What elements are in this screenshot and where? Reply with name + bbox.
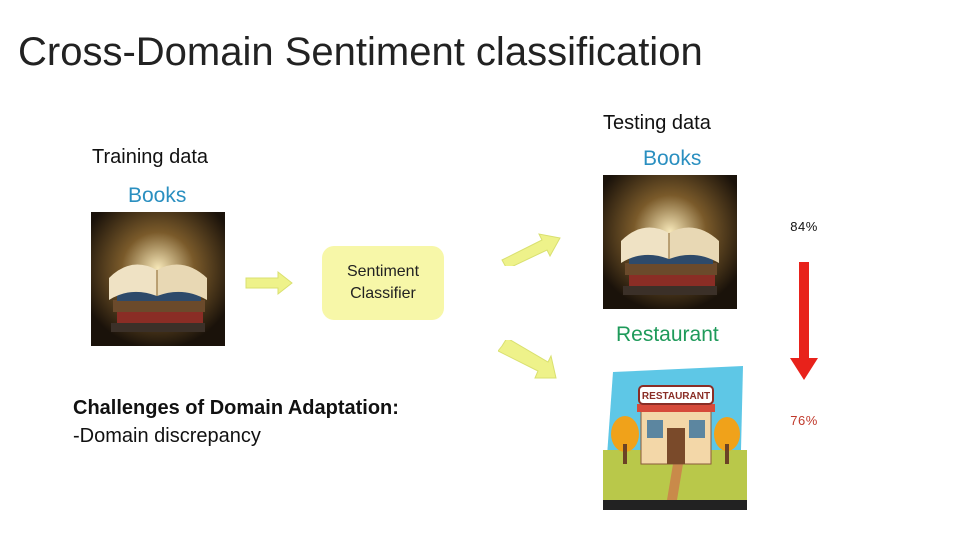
testing-domain-books: Books — [643, 147, 702, 170]
flow-arrow-to-classifier — [245, 270, 293, 296]
classifier-line-1: Sentiment — [346, 263, 420, 281]
training-books-image — [91, 212, 225, 346]
flow-arrow-to-testing-restaurant — [498, 340, 557, 379]
challenges-heading: Challenges of Domain Adaptation: — [73, 397, 399, 419]
classifier-line-2: Classifier — [350, 285, 416, 302]
restaurant-sign-text: RESTAURANT — [642, 391, 710, 402]
testing-books-image — [603, 175, 737, 309]
challenges-item: -Domain discrepancy — [73, 425, 261, 447]
training-data-label: Training data — [92, 146, 208, 168]
testing-data-label: Testing data — [603, 112, 711, 134]
training-domain-books: Books — [128, 184, 187, 207]
accuracy-books: 84% — [776, 210, 832, 242]
slide-title: Cross-Domain Sentiment classification — [18, 30, 703, 74]
testing-domain-restaurant: Restaurant — [616, 323, 719, 346]
accuracy-restaurant: 76% — [776, 404, 832, 436]
accuracy-drop-arrow — [790, 262, 818, 380]
sentiment-classifier-box: Sentiment Classifier — [322, 246, 444, 320]
challenges-block: Challenges of Domain Adaptation: -Domain… — [73, 394, 399, 450]
flow-arrow-to-testing-books — [501, 233, 561, 266]
testing-restaurant-image: RESTAURANT — [603, 364, 747, 510]
